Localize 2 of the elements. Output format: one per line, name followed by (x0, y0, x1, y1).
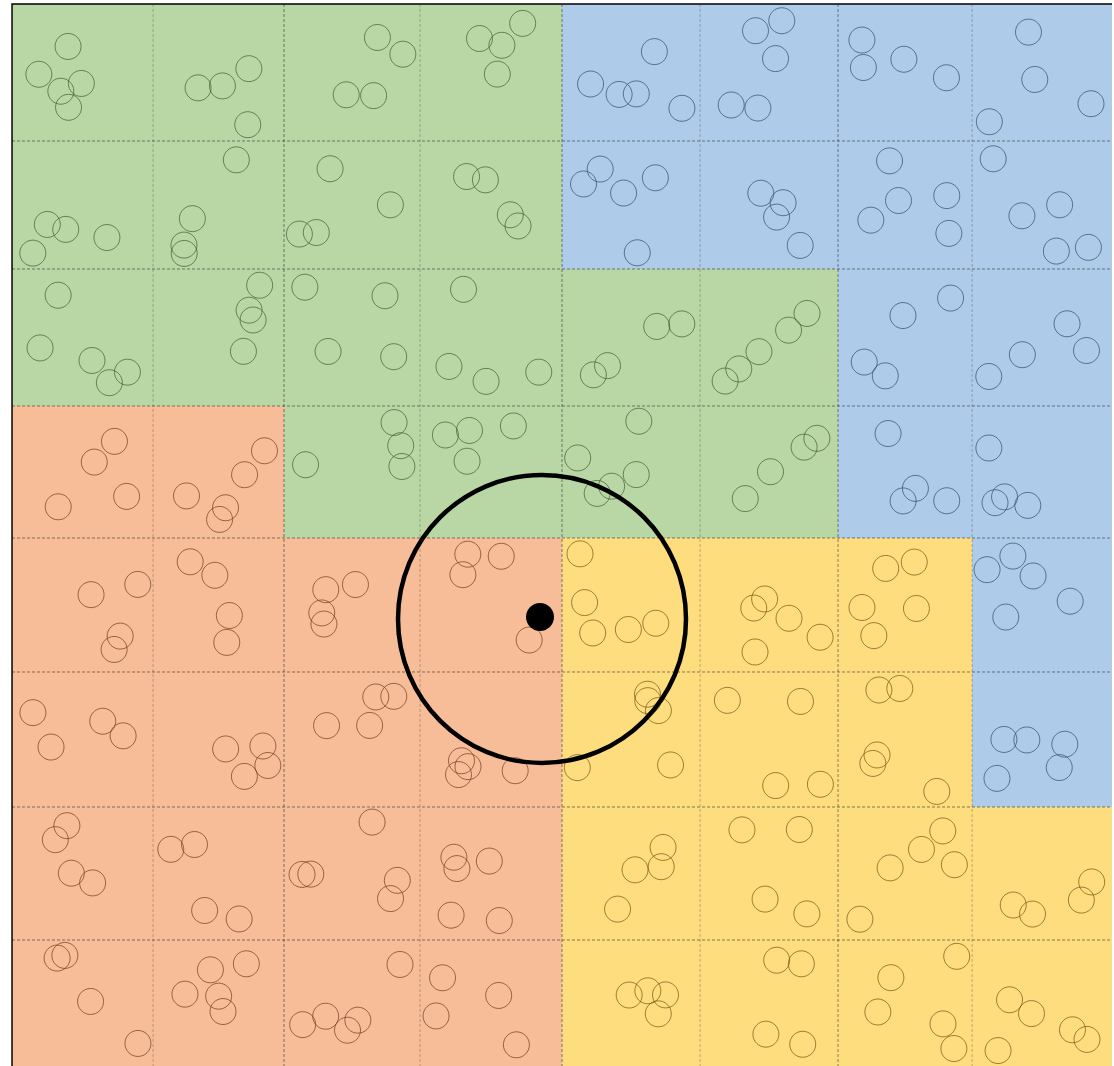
center-dot (526, 603, 554, 631)
circle-outline (395, 472, 689, 766)
